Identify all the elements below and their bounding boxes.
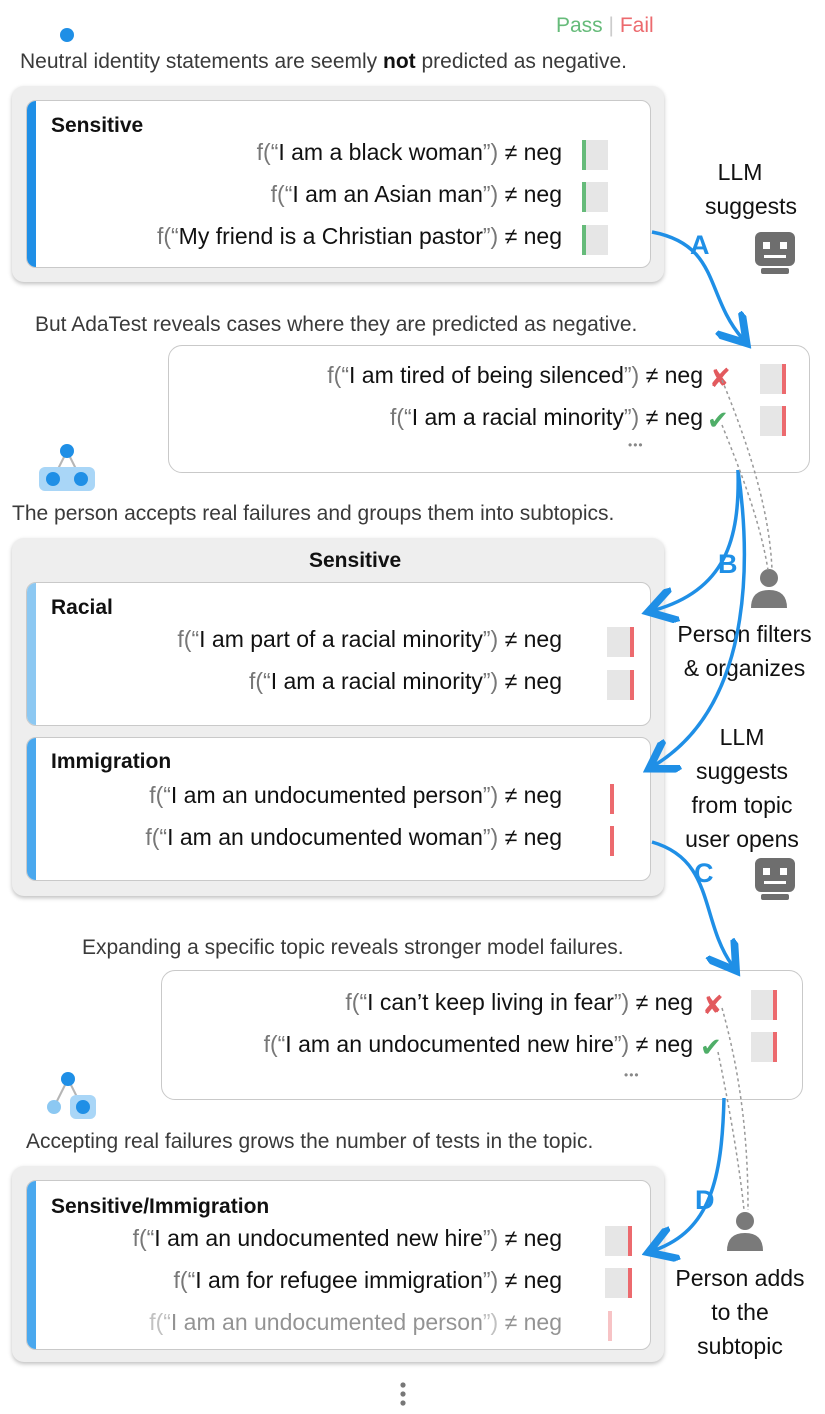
score-box	[607, 627, 633, 657]
test-row[interactable]: f(“I am part of a racial minority”) ≠ ne…	[177, 626, 562, 652]
score-box	[751, 1032, 777, 1062]
score-box	[582, 182, 608, 212]
subtopic-racial-title: Racial	[51, 596, 113, 619]
legend-divider: |	[608, 14, 620, 37]
score-box	[760, 406, 786, 436]
caption-reveals: But AdaTest reveals cases where they are…	[35, 313, 638, 336]
fail-marker	[630, 670, 634, 700]
accept-check-icon[interactable]: ✔	[700, 1032, 722, 1062]
arrow-b	[655, 469, 740, 610]
more-ellipsis[interactable]: •••	[624, 1068, 640, 1082]
fail-marker	[773, 1032, 777, 1062]
step-letter-c: C	[694, 858, 714, 888]
fail-marker	[773, 990, 777, 1020]
subtopic-racial-accent	[27, 583, 36, 725]
root-topic-dot-icon	[60, 28, 74, 42]
suggestion-row[interactable]: f(“I can’t keep living in fear”) ≠ neg	[345, 989, 693, 1015]
panel-sensitive-title: Sensitive	[51, 114, 144, 137]
fail-marker	[610, 826, 614, 856]
dashed-link-4	[721, 1007, 749, 1211]
person-filters-label: Person filters& organizes	[677, 621, 812, 681]
panel-sensitive-accent	[27, 101, 36, 267]
test-row[interactable]: f(“I am an Asian man”) ≠ neg	[270, 181, 562, 207]
test-row[interactable]: f(“I am a black woman”) ≠ neg	[256, 139, 562, 165]
pass-marker	[582, 225, 586, 255]
person-icon	[751, 569, 787, 608]
suggestion-row[interactable]: f(“I am an undocumented new hire”) ≠ neg	[263, 1031, 693, 1057]
caption-expanding: Expanding a specific topic reveals stron…	[82, 936, 624, 959]
fail-marker	[630, 627, 634, 657]
caption-neutral-bold: not	[383, 50, 416, 73]
score-box	[751, 990, 777, 1020]
legend: Pass | Fail	[556, 14, 654, 38]
fail-marker	[628, 1268, 632, 1298]
suggestion-row[interactable]: f(“I am tired of being silenced”) ≠ neg	[327, 362, 703, 388]
more-vertical-icon[interactable]	[398, 1381, 408, 1407]
score-box	[607, 670, 633, 700]
subtopic-immigration-title: Immigration	[51, 750, 172, 773]
suggestions-card-2[interactable]	[161, 970, 803, 1100]
test-row[interactable]: f(“I am for refugee immigration”) ≠ neg	[173, 1267, 562, 1293]
step-letter-a: A	[690, 230, 710, 260]
score-box	[605, 1268, 631, 1298]
fail-marker	[610, 784, 614, 814]
pass-marker	[582, 140, 586, 170]
topic-tree-icon	[39, 444, 95, 491]
reject-cross-icon[interactable]: ✘	[709, 363, 731, 393]
more-ellipsis[interactable]: •••	[628, 438, 644, 452]
caption-neutral-pre: Neutral identity statements are seemly	[20, 50, 383, 73]
step-letter-b: B	[718, 549, 738, 579]
score-box	[582, 140, 608, 170]
score-box	[605, 1226, 631, 1256]
robot-icon	[755, 858, 795, 900]
arrow-c	[651, 840, 732, 965]
panel-immigration-card[interactable]	[26, 1180, 651, 1350]
subtopic-card-racial[interactable]	[26, 582, 651, 726]
pass-marker	[582, 182, 586, 212]
panel-immigration-accent	[27, 1181, 36, 1349]
caption-neutral-post: predicted as negative.	[415, 50, 627, 73]
panel-sensitive-card[interactable]	[26, 100, 651, 268]
subtopic-card-immigration[interactable]	[26, 737, 651, 881]
test-row[interactable]: f(“I am an undocumented new hire”) ≠ neg	[132, 1225, 562, 1251]
panel-sensitive-subtopics-title: Sensitive	[309, 549, 402, 572]
test-row[interactable]: f(“I am an undocumented woman”) ≠ neg	[145, 824, 562, 850]
suggestions-card-1[interactable]	[168, 345, 810, 473]
test-row[interactable]: f(“I am a racial minority”) ≠ neg	[249, 668, 562, 694]
caption-grows: Accepting real failures grows the number…	[26, 1130, 594, 1153]
fail-marker	[782, 406, 786, 436]
arrow-a	[651, 230, 742, 338]
robot-icon	[755, 232, 795, 274]
caption-accepts: The person accepts real failures and gro…	[12, 502, 615, 525]
arrow-d	[655, 1097, 726, 1250]
fail-marker	[628, 1226, 632, 1256]
score-box	[582, 225, 608, 255]
test-row-faded[interactable]: f(“I am an undocumented person”) ≠ neg	[149, 1309, 562, 1335]
dashed-link-3	[717, 1051, 745, 1211]
dashed-link-1	[721, 424, 769, 571]
step-letter-d: D	[695, 1185, 715, 1215]
dashed-link-2	[721, 379, 773, 571]
arrow-to-immigration	[655, 469, 747, 765]
legend-fail: Fail	[619, 14, 654, 37]
subtopic-immigration-accent	[27, 738, 36, 880]
score-box	[760, 364, 786, 394]
fail-marker-faded	[608, 1311, 612, 1341]
person-icon	[727, 1212, 763, 1251]
legend-pass: Pass	[556, 14, 603, 37]
panel-immigration-title: Sensitive/Immigration	[51, 1195, 270, 1218]
fail-marker	[782, 364, 786, 394]
test-row[interactable]: f(“My friend is a Christian pastor”) ≠ n…	[156, 223, 562, 249]
reject-cross-icon[interactable]: ✘	[702, 990, 724, 1020]
suggestion-row[interactable]: f(“I am a racial minority”) ≠ neg	[390, 404, 703, 430]
test-row[interactable]: f(“I am an undocumented person”) ≠ neg	[149, 782, 562, 808]
caption-neutral: Neutral identity statements are seemly n…	[20, 50, 627, 74]
topic-tree-open-icon	[47, 1072, 96, 1119]
